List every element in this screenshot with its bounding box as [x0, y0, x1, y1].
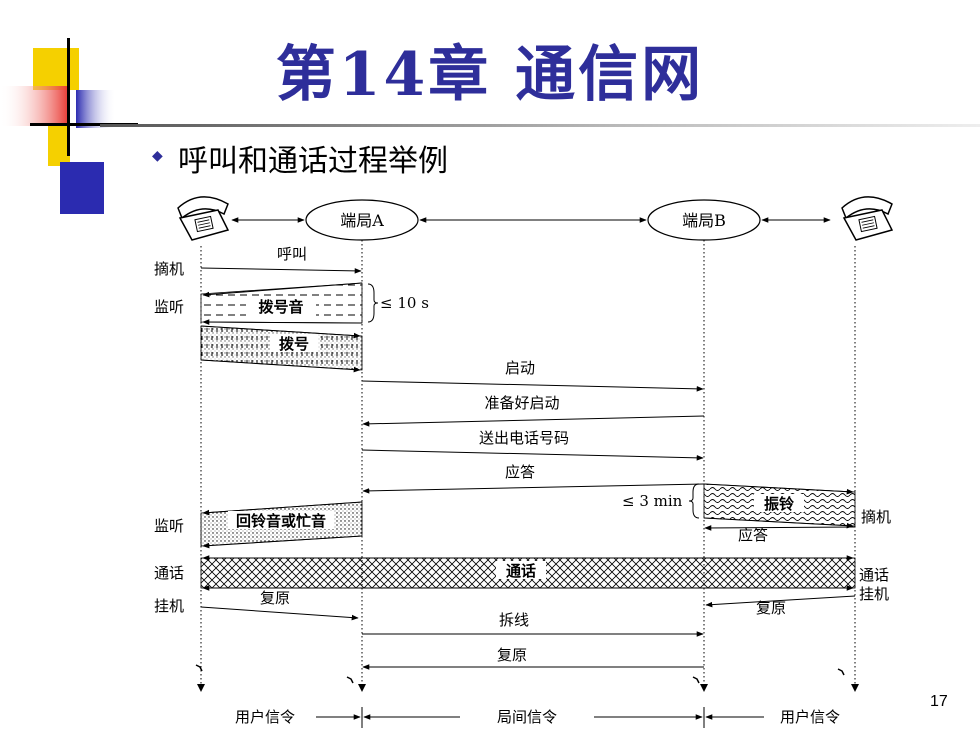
logo-blue-fade — [76, 90, 116, 128]
msg-send-number-label: 送出电话号码 — [479, 429, 569, 447]
right-label-onhook: 挂机 — [859, 585, 889, 603]
logo-yellow-square-top — [33, 48, 79, 90]
slide-logo — [0, 38, 138, 214]
left-label-listen1: 监听 — [154, 298, 184, 316]
msg-answer-b-label: 应答 — [738, 526, 768, 544]
right-label-offhook: 摘机 — [861, 508, 891, 526]
msg-talking-label: 通话 — [506, 562, 536, 580]
bullet-diamond-icon: ◆ — [152, 148, 163, 164]
msg-restore-b-label: 复原 — [756, 599, 786, 617]
msg-dialing-label: 拨号 — [279, 335, 309, 353]
msg-restore-mid-label: 复原 — [497, 646, 527, 664]
logo-blue-square — [60, 162, 104, 214]
msg-call-label: 呼叫 — [277, 245, 307, 263]
logo-yellow-square-bottom — [48, 126, 70, 166]
slide-title: 第14章 通信网 — [275, 40, 705, 110]
msg-restore-a-label: 复原 — [260, 589, 290, 607]
msg-restore-b-arrow — [705, 595, 856, 608]
left-label-listen2: 监听 — [154, 517, 184, 535]
msg-send-number-arrow — [361, 449, 704, 461]
msg-answer-label: 应答 — [505, 463, 535, 481]
logo-vertical-line — [67, 38, 70, 156]
slide-subtitle: 呼叫和通话过程举例 — [178, 144, 448, 179]
left-label-onhook: 挂机 — [154, 597, 184, 615]
msg-ringing-label: 振铃 — [764, 495, 795, 513]
office-b-label: 端局B — [682, 211, 726, 230]
msg-ring-time: ≤ 3 min — [622, 492, 683, 510]
msg-answer-b-arrow — [704, 525, 856, 531]
msg-answer-arrow — [362, 483, 705, 494]
telephone-right-icon — [841, 196, 894, 241]
office-a-label: 端局A — [340, 211, 384, 230]
msg-ringback-label: 回铃音或忙音 — [236, 512, 326, 530]
msg-restore-a-arrow — [200, 606, 359, 621]
msg-start-label: 启动 — [505, 359, 535, 377]
bottom-user-sig-right: 用户信令 — [780, 708, 840, 726]
logo-horizontal-line — [30, 123, 138, 126]
header-rule — [100, 124, 980, 127]
logo-red-bar — [0, 86, 70, 126]
bottom-user-sig-left: 用户信令 — [235, 708, 295, 726]
dial-time-brace — [367, 283, 379, 323]
msg-ready-arrow — [362, 415, 705, 427]
msg-call-arrow — [200, 267, 362, 274]
right-label-talk: 通话 — [859, 566, 889, 584]
msg-dial-time: ≤ 10 s — [380, 294, 429, 312]
msg-start-arrow — [361, 380, 704, 392]
left-label-offhook: 摘机 — [154, 260, 184, 278]
ring-time-brace — [688, 483, 700, 519]
msg-release-label: 拆线 — [499, 611, 529, 629]
page-number: 17 — [930, 693, 948, 710]
left-label-talk: 通话 — [154, 564, 184, 582]
msg-ready-label: 准备好启动 — [484, 394, 559, 412]
msg-dial-tone-label: 拨号音 — [258, 298, 303, 316]
telephone-left-icon — [177, 196, 230, 241]
bottom-inter-office-sig: 局间信令 — [497, 708, 557, 726]
